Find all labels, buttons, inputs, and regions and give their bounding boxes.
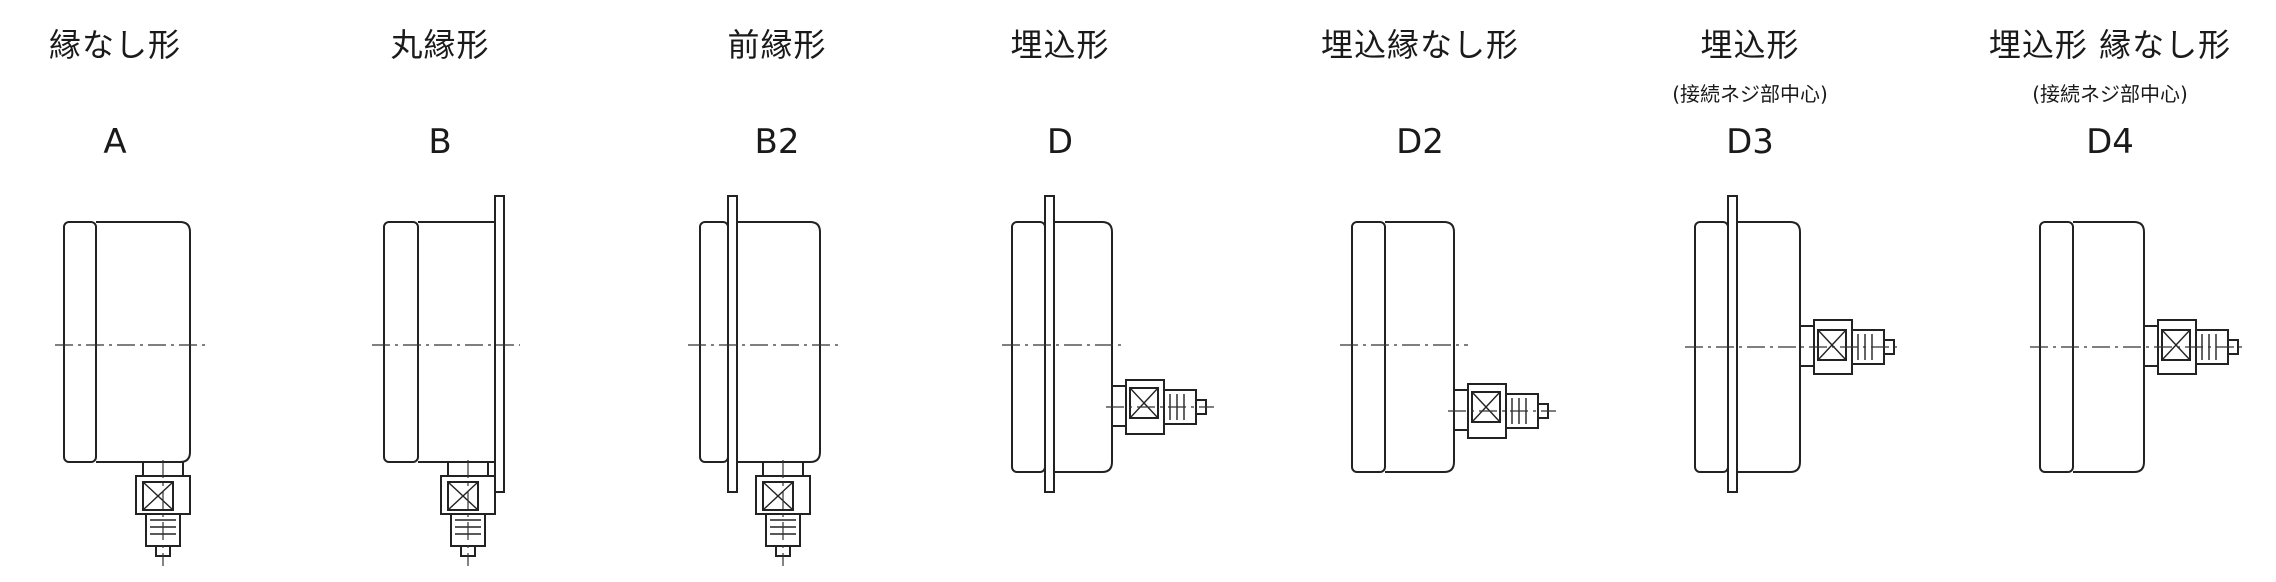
type-note: (接続ネジ部中心) xyxy=(1672,82,1828,106)
type-column-d3: 埋込形 (接続ネジ部中心) D3 xyxy=(1640,0,1860,582)
type-code: D2 xyxy=(1396,122,1444,162)
type-code: D4 xyxy=(2086,122,2134,162)
type-column-a: 縁なし形 A xyxy=(35,0,195,582)
type-name: 埋込縁なし形 xyxy=(1320,26,1519,64)
type-column-b2: 前縁形 B2 xyxy=(697,0,857,582)
gauge-drawing-d4 xyxy=(2030,221,2246,473)
gauge-drawing-b xyxy=(372,195,520,566)
gauge-drawing-b2 xyxy=(688,195,838,566)
type-name: 埋込形 xyxy=(1010,26,1110,64)
gauge-drawing-d3 xyxy=(1685,195,1902,493)
type-column-b: 丸縁形 B xyxy=(360,0,520,582)
gauge-drawing-d2 xyxy=(1340,221,1556,473)
type-code: A xyxy=(103,122,127,162)
type-name: 丸縁形 xyxy=(390,26,490,64)
type-code: D3 xyxy=(1726,122,1774,162)
type-code: B2 xyxy=(754,122,800,162)
gauge-drawing-d xyxy=(1002,195,1214,493)
type-name: 埋込形 縁なし形 xyxy=(1988,26,2232,64)
type-name: 前縁形 xyxy=(727,26,827,64)
type-code: D xyxy=(1046,122,1074,162)
type-column-d4: 埋込形 縁なし形 (接続ネジ部中心) D4 xyxy=(1960,0,2260,582)
type-code: B xyxy=(428,122,452,162)
type-name: 埋込形 xyxy=(1700,26,1800,64)
type-name: 縁なし形 xyxy=(48,26,181,64)
type-column-d: 埋込形 D xyxy=(980,0,1140,582)
type-column-d2: 埋込縁なし形 D2 xyxy=(1300,0,1540,582)
gauge-drawing-a xyxy=(55,221,205,566)
type-note: (接続ネジ部中心) xyxy=(2032,82,2188,106)
